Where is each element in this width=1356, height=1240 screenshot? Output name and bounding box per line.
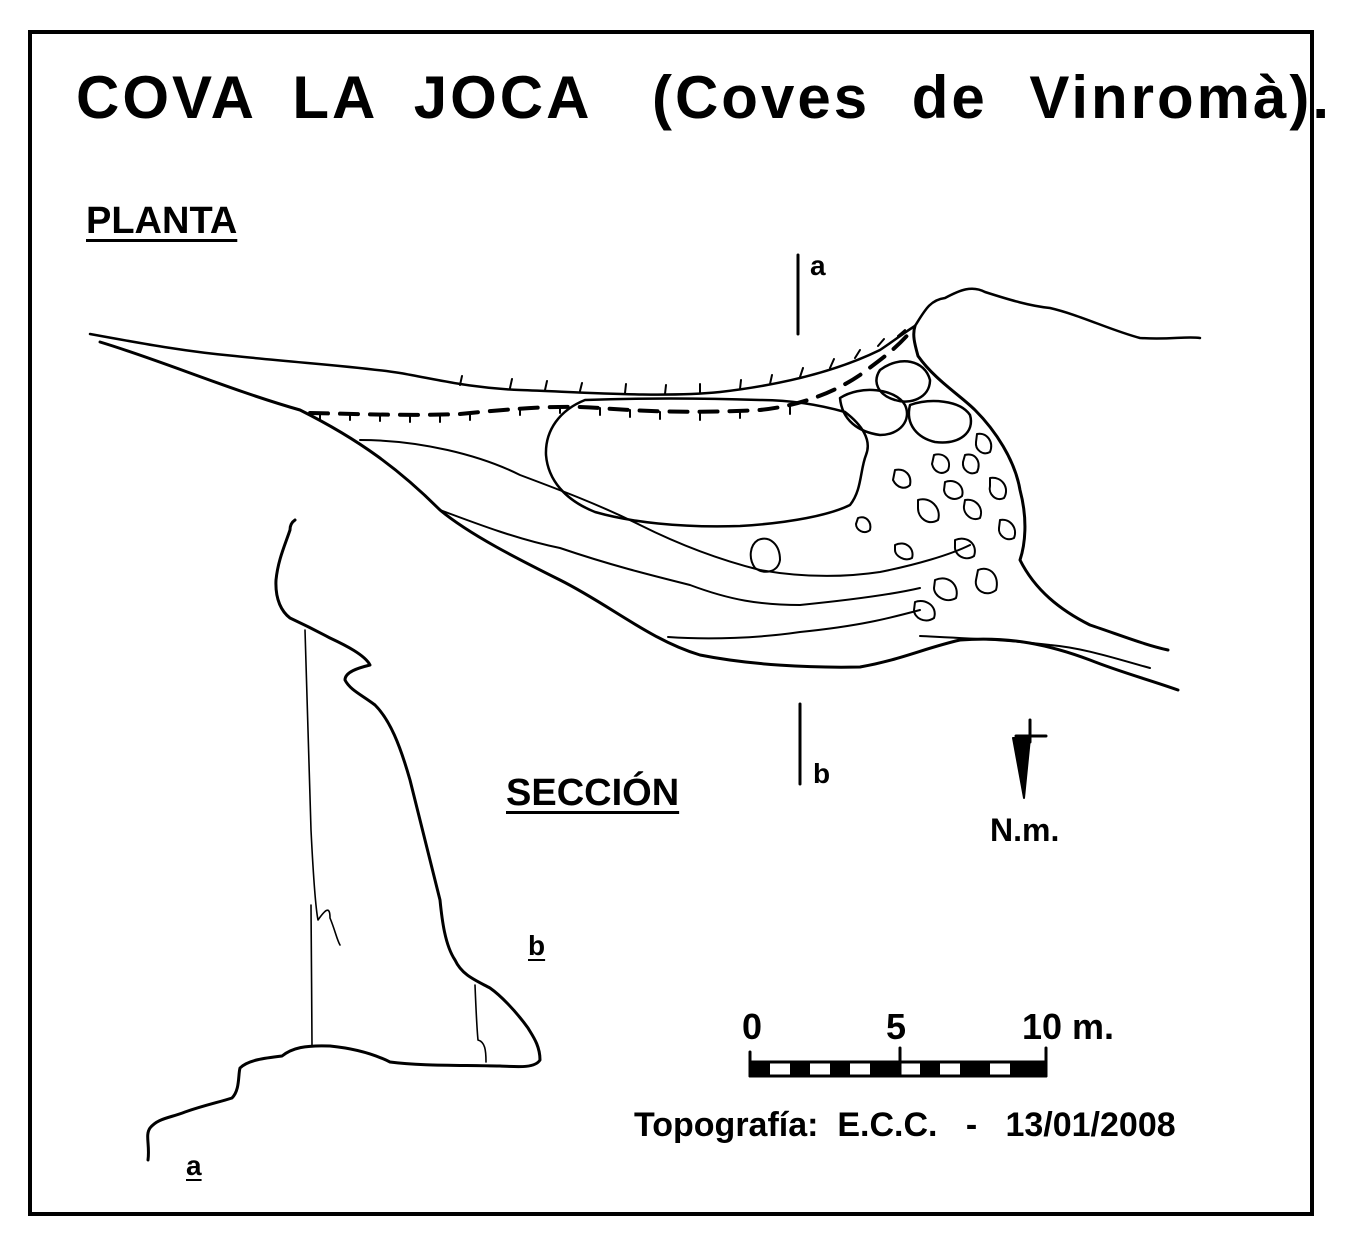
section-end-a: a [186,1150,202,1181]
plan-entrance-slope [913,287,1202,340]
plan-mark-b: b [813,758,831,789]
section-inner-wall [304,629,341,1047]
cave-section [146,518,542,1162]
plan-inner-floor-line-3 [667,609,921,640]
plan-inner-floor-line-4 [919,635,1151,669]
scale-label-5: 5 [886,1006,907,1047]
map-frame [28,30,1314,1216]
cave-plan [88,253,1202,786]
section-end-b: b [528,930,546,961]
plan-mark-a: a [810,250,826,281]
section-inner-wall-right [474,984,487,1063]
cave-name-title: COVA LA JOCA [76,64,593,131]
cave-location-title: (Coves de Vinromà). [652,64,1333,131]
plan-heading: PLANTA [86,200,238,242]
section-heading: SECCIÓN [506,772,680,814]
plan-large-boulders [838,360,973,444]
north-label: N.m. [990,812,1060,848]
scale-label-10: 10 m. [1022,1006,1115,1047]
section-outer-profile [146,518,542,1162]
plan-upper-wall-hachures [459,329,906,395]
plan-inner-floor-line [359,439,971,577]
scale-label-0: 0 [742,1006,763,1047]
plan-dripline-ticks [319,405,791,423]
plan-right-wall [912,324,1170,652]
plan-inner-floor-line-2 [439,509,921,606]
plan-top-wall [88,324,917,396]
survey-credit: Topografía: E.C.C. - 13/01/2008 [634,1106,1176,1144]
plan-dripline [308,328,914,417]
scale-bar [748,1046,1048,1078]
plan-central-depression [544,397,869,528]
plan-rock-blocks [749,432,1016,622]
north-arrow-icon [1012,718,1048,799]
scale-bar-segments [750,1062,1046,1076]
